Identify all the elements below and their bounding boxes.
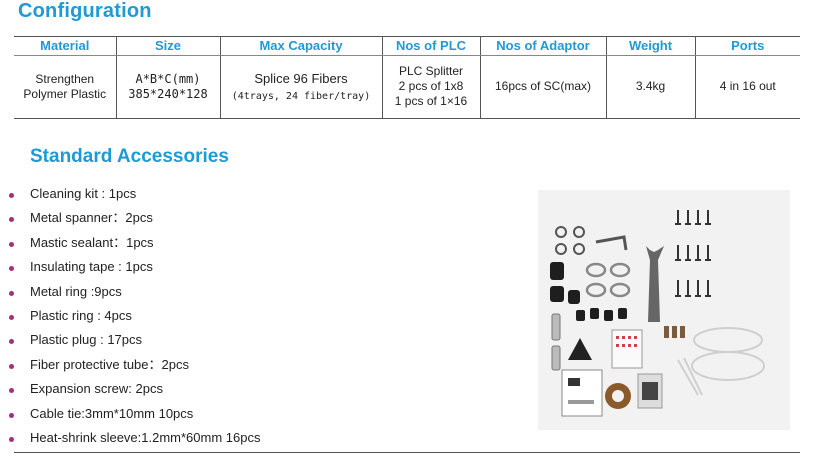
list-item: Plastic ring : 4pcs (0, 305, 260, 329)
bullet-icon (9, 412, 14, 418)
cell-size: A*B*C(mm) 385*240*128 (115, 55, 220, 118)
configuration-table: Material Size Max Capacity Nos of PLC No… (14, 37, 800, 118)
bullet-icon (9, 217, 14, 223)
header-size: Size (115, 37, 220, 56)
plastic-ring-icon (555, 226, 585, 255)
size-line-1: A*B*C(mm) (135, 71, 201, 86)
list-item: Cable tie:3mm*10mm 10pcs (0, 403, 260, 427)
capacity-line-2: (4trays, 24 fiber/tray) (231, 90, 371, 102)
header-nos-of-plc: Nos of PLC (381, 37, 480, 56)
cell-material: Strengthen Polymer Plastic (14, 55, 116, 118)
header-max-capacity: Max Capacity (219, 37, 382, 56)
header-nos-of-adaptor: Nos of Adaptor (479, 37, 606, 56)
list-item: Expansion screw: 2pcs (0, 378, 260, 402)
bullet-icon (9, 314, 14, 320)
plc-line-2: 2 pcs of 1x8 (398, 79, 464, 94)
plastic-plug-icon (550, 262, 627, 321)
bullet-icon (9, 363, 14, 369)
cell-weight: 3.4kg (605, 55, 695, 118)
mastic-sealant-icon (568, 338, 592, 360)
cell-nos-of-plc: PLC Splitter 2 pcs of 1x8 1 pcs of 1×16 (381, 55, 480, 118)
spanner-icon (646, 246, 664, 322)
list-item-label: Metal spanner：2pcs (30, 210, 153, 226)
list-item: Heat-shrink sleeve:1.2mm*60mm 16pcs (0, 427, 260, 451)
heat-shrink-sleeve-icon (611, 329, 643, 369)
bullet-icon (9, 290, 14, 296)
plc-line-1: PLC Splitter (398, 64, 464, 79)
bullet-icon (9, 241, 14, 247)
cell-ports: 4 in 16 out (694, 55, 800, 118)
screw-icon (675, 210, 711, 297)
configuration-title: Configuration (18, 0, 152, 22)
heat-shrink-dots-icon (616, 336, 637, 347)
header-weight: Weight (605, 37, 695, 56)
list-item-label: Cleaning kit : 1pcs (30, 186, 137, 201)
list-item: Fiber protective tube：2pcs (0, 354, 260, 378)
list-item: Metal spanner：2pcs (0, 207, 260, 231)
metal-ring-icon (585, 262, 631, 298)
table-header-rule (14, 55, 800, 56)
accessories-photo (538, 190, 790, 430)
cell-max-capacity: Splice 96 Fibers (4trays, 24 fiber/tray) (219, 55, 382, 118)
bullet-icon (9, 193, 14, 198)
cable-tie-icon (677, 327, 765, 396)
list-item-label: Insulating tape : 1pcs (30, 259, 153, 275)
list-item: Metal ring :9pcs (0, 281, 260, 305)
list-item-label: Mastic sealant：1pcs (30, 234, 154, 250)
list-item: Cleaning kit : 1pcs (0, 183, 260, 207)
accessories-bottom-rule (14, 452, 800, 453)
accessories-list: Cleaning kit : 1pcs Metal spanner：2pcs M… (0, 183, 260, 451)
list-item-label: Plastic plug : 17pcs (30, 332, 143, 348)
table-bottom-rule (14, 118, 800, 119)
list-item-label: Metal ring :9pcs (30, 283, 122, 299)
header-ports: Ports (694, 37, 800, 56)
list-item: Mastic sealant：1pcs (0, 232, 260, 256)
header-material: Material (14, 37, 116, 56)
plc-line-3: 1 pcs of 1×16 (394, 94, 468, 109)
list-item-label: Expansion screw: 2pcs (30, 381, 163, 397)
size-line-2: 385*240*128 (128, 86, 208, 101)
list-item-label: Cable tie:3mm*10mm 10pcs (30, 405, 194, 421)
expansion-screw-icon (551, 313, 561, 371)
list-item-label: Heat-shrink sleeve:1.2mm*60mm 16pcs (30, 429, 261, 445)
list-item: Insulating tape : 1pcs (0, 256, 260, 280)
bullet-icon (9, 266, 14, 272)
capacity-line-1: Splice 96 Fibers (254, 70, 348, 86)
table-row: Strengthen Polymer Plastic A*B*C(mm) 385… (14, 55, 800, 118)
bullet-icon (9, 436, 14, 442)
cell-nos-of-adaptor: 16pcs of SC(max) (479, 55, 606, 118)
protective-tube-icon (664, 326, 685, 338)
table-top-rule (14, 36, 800, 37)
list-item: Plastic plug : 17pcs (0, 329, 260, 353)
bullet-icon (9, 339, 14, 345)
cleaning-kit-icon (561, 369, 603, 417)
material-line-1: Strengthen (35, 71, 95, 86)
bullet-icon (9, 388, 14, 394)
material-line-2: Polymer Plastic (23, 86, 107, 101)
list-item-label: Fiber protective tube：2pcs (30, 356, 189, 372)
table-header-row: Material Size Max Capacity Nos of PLC No… (14, 37, 800, 56)
accessories-title: Standard Accessories (30, 146, 229, 167)
list-item-label: Plastic ring : 4pcs (30, 307, 132, 323)
hex-key-icon (595, 235, 628, 251)
